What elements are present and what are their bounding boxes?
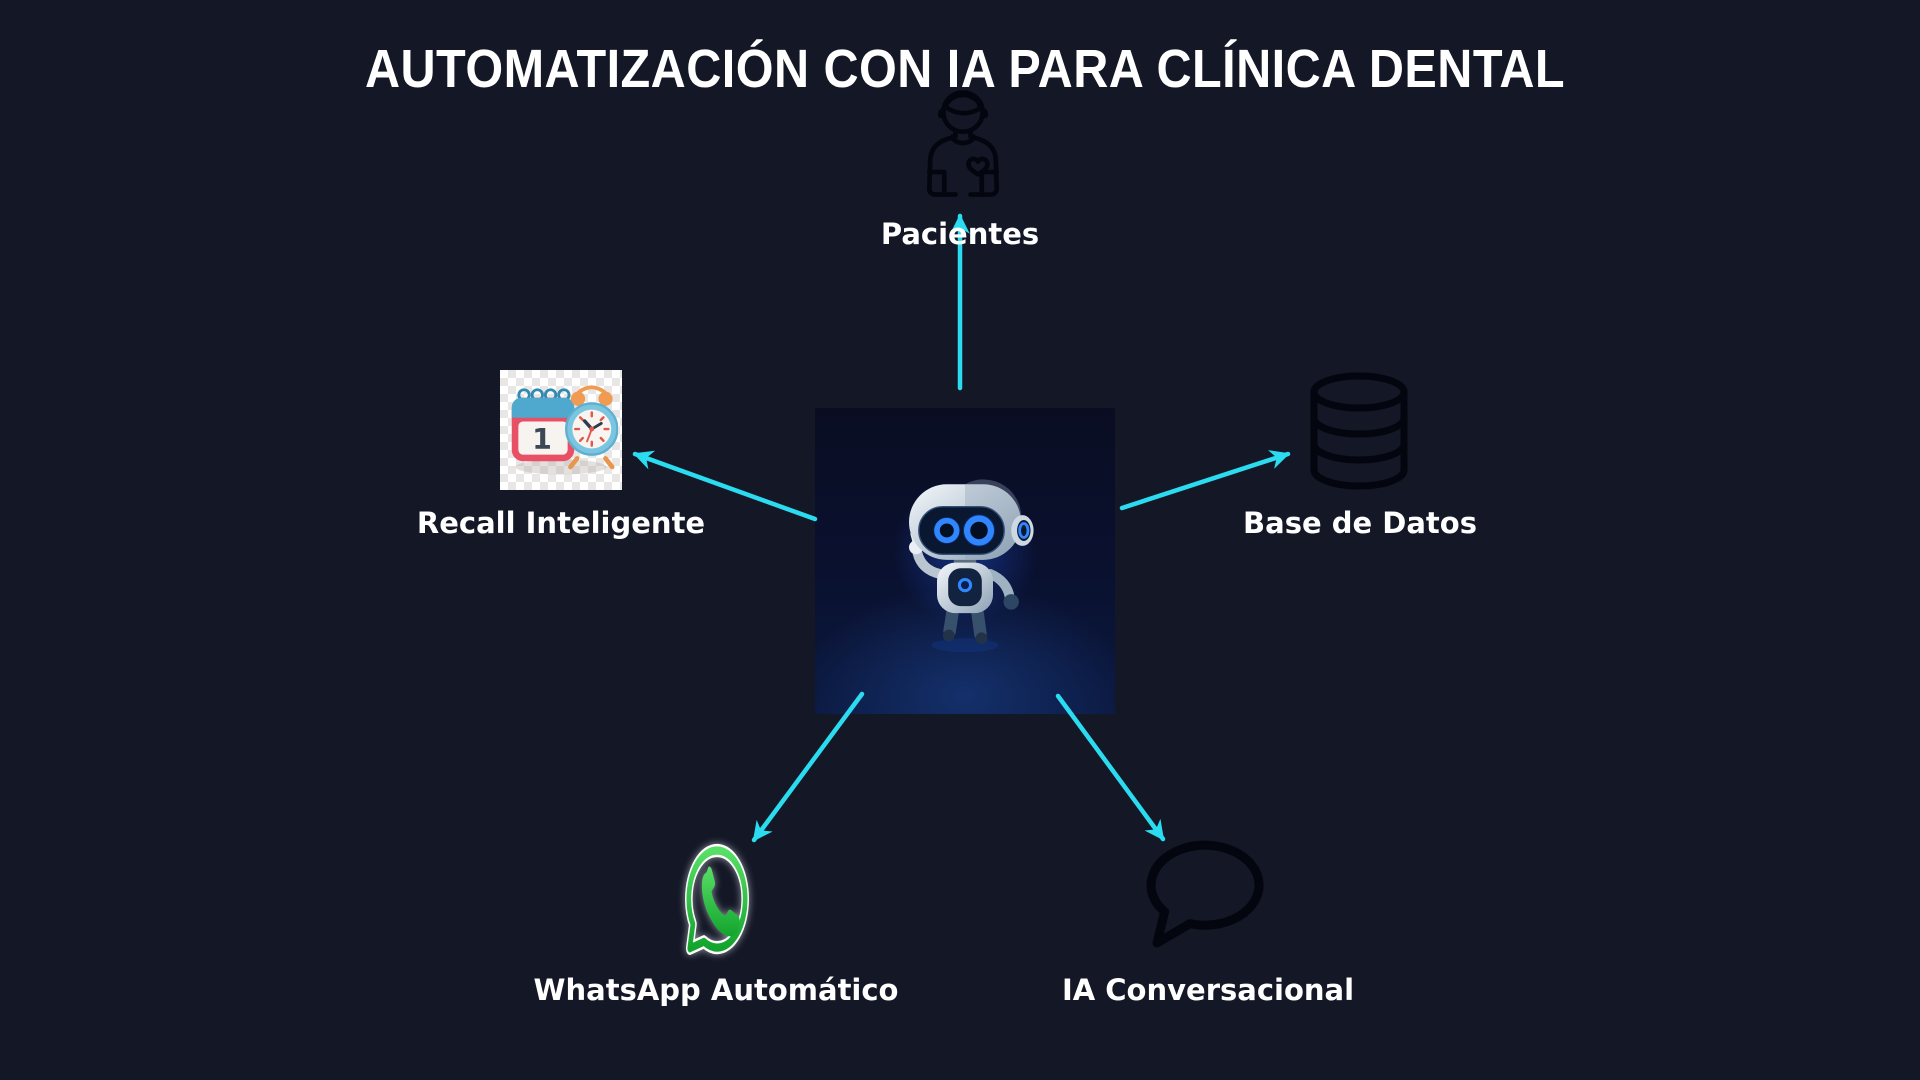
patient-person-icon: [926, 90, 1000, 197]
node-label-whatsapp: WhatsApp Automático: [533, 973, 899, 1007]
ai-robot-image: [892, 478, 1038, 653]
pacientes-node: [918, 84, 1008, 202]
recall-node: 1: [500, 370, 622, 490]
arrow-to-ia: [1055, 693, 1166, 842]
database-icon: [1310, 372, 1408, 490]
whatsapp-icon: [685, 843, 749, 955]
calendar-alarm-clock-icon: 1: [511, 385, 618, 475]
chat-bubble-icon: [1146, 840, 1264, 948]
node-label-recall: Recall Inteligente: [416, 506, 706, 540]
ia-conversational-node: [1142, 840, 1270, 956]
database-node: [1303, 368, 1415, 494]
node-label-pacientes: Pacientes: [880, 217, 1040, 251]
ai-robot-panel: [815, 408, 1115, 714]
whatsapp-node: [684, 842, 750, 958]
page-title: AUTOMATIZACIÓN CON IA PARA CLÍNICA DENTA…: [364, 39, 1566, 99]
calendar-day-number: 1: [532, 423, 552, 456]
node-label-database: Base de Datos: [1243, 506, 1477, 540]
node-label-ia: IA Conversacional: [1061, 973, 1355, 1007]
arrow-to-whatsapp: [751, 691, 865, 843]
arrow-to-database: [1119, 450, 1291, 511]
